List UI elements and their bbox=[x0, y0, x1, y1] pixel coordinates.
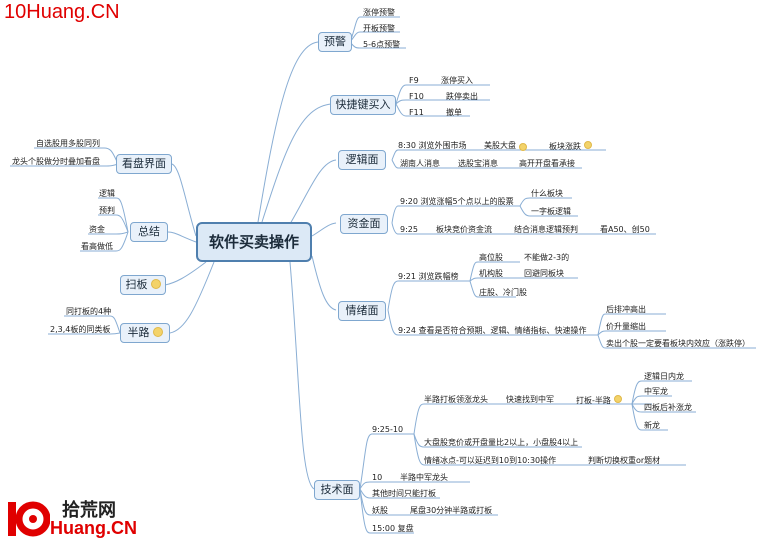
capital-item: 看A50、创50 bbox=[600, 225, 650, 234]
capital-item: 什么板块 bbox=[531, 189, 563, 198]
sentiment-item: 回避同板块 bbox=[524, 269, 564, 278]
hotkey-key: F9 bbox=[409, 76, 419, 85]
summary-item: 资金 bbox=[89, 225, 105, 234]
branch-technical[interactable]: 技术面 bbox=[314, 480, 360, 500]
halfway-item: 2,3,4板的同类板 bbox=[50, 325, 111, 334]
watermark-top: 10Huang.CN bbox=[4, 1, 120, 23]
flag-icon bbox=[150, 279, 161, 289]
logic-item: 美股大盘 bbox=[484, 141, 516, 150]
branch-sweep-board[interactable]: 扫板 bbox=[120, 275, 166, 295]
branch-warning[interactable]: 预警 bbox=[318, 32, 352, 52]
flag-icon bbox=[519, 143, 527, 151]
technical-item: 快速找到中军 bbox=[506, 395, 554, 404]
sentiment-item: 高位股 bbox=[479, 253, 503, 262]
technical-item: 逻辑日内龙 bbox=[644, 372, 684, 381]
screen-layout-item: 自选股用多股同列 bbox=[36, 139, 100, 148]
logic-item: 选股宝消息 bbox=[458, 159, 498, 168]
sentiment-item: 后排冲高出 bbox=[606, 305, 646, 314]
warning-item: 5-6点预警 bbox=[363, 40, 401, 49]
technical-item: 10 bbox=[372, 473, 383, 482]
capital-item: 结合消息逻辑预判 bbox=[514, 225, 578, 234]
technical-item: 半路中军龙头 bbox=[400, 473, 448, 482]
technical-item: 中军龙 bbox=[644, 387, 668, 396]
summary-item: 逻辑 bbox=[99, 189, 115, 198]
branch-logic[interactable]: 逻辑面 bbox=[338, 150, 386, 170]
warning-item: 开板预警 bbox=[363, 24, 395, 33]
branch-hotkey-buy[interactable]: 快捷键买入 bbox=[330, 95, 396, 115]
technical-item: 妖股 bbox=[372, 506, 388, 515]
site-logo-icon bbox=[8, 501, 50, 537]
logic-item: 湖南人消息 bbox=[400, 159, 440, 168]
screen-layout-item: 龙头个股做分时叠加看盘 bbox=[12, 157, 100, 166]
technical-item: 其他时间只能打板 bbox=[372, 489, 436, 498]
halfway-item: 同打板的4种 bbox=[66, 307, 112, 316]
summary-item: 预判 bbox=[99, 206, 115, 215]
branch-sentiment[interactable]: 情绪面 bbox=[338, 301, 386, 321]
sentiment-item: 卖出个股一定要看板块内效应（涨跌停） bbox=[606, 339, 750, 348]
flag-icon bbox=[584, 141, 592, 149]
hotkey-key: F11 bbox=[409, 108, 424, 117]
sentiment-item: 9:21 浏览跌幅榜 bbox=[398, 272, 459, 281]
central-topic[interactable]: 软件买卖操作 bbox=[196, 222, 312, 262]
technical-item: 大盘股竞价或开盘量比2以上，小盘股4以上 bbox=[424, 438, 579, 447]
flag-icon bbox=[152, 327, 163, 337]
sentiment-item: 价升量缩出 bbox=[606, 322, 646, 331]
logic-item: 板块涨跌 bbox=[549, 141, 592, 152]
technical-item: 尾盘30分钟半路或打板 bbox=[410, 506, 493, 515]
hotkey-action: 撤单 bbox=[446, 108, 462, 117]
branch-halfway[interactable]: 半路 bbox=[120, 323, 170, 343]
watermark-site-url: Huang.CN bbox=[50, 518, 137, 538]
branch-capital[interactable]: 资金面 bbox=[340, 214, 388, 234]
capital-item: 板块竞价资金流 bbox=[436, 225, 492, 234]
technical-item: 情绪冰点-可以延迟到10到10:30操作 bbox=[424, 456, 557, 465]
capital-item: 9:25 bbox=[400, 225, 418, 234]
technical-item: 半路打板领涨龙头 bbox=[424, 395, 488, 404]
flag-icon bbox=[613, 395, 622, 403]
branch-summary[interactable]: 总结 bbox=[130, 222, 168, 242]
technical-item: 四板后补涨龙 bbox=[644, 403, 692, 412]
logic-item: 高开开盘看承接 bbox=[519, 159, 575, 168]
technical-item: 打板-半路 bbox=[576, 395, 622, 406]
hotkey-key: F10 bbox=[409, 92, 424, 101]
sentiment-item: 不能做2-3的 bbox=[524, 253, 570, 262]
technical-item: 15:00 复盘 bbox=[372, 524, 414, 533]
sentiment-item: 9:24 查看是否符合预期、逻辑、情绪指标、快速操作 bbox=[398, 326, 587, 335]
hotkey-action: 跌停卖出 bbox=[446, 92, 478, 101]
warning-item: 涨停预警 bbox=[363, 8, 395, 17]
capital-item: 9:20 浏览涨幅5个点以上的股票 bbox=[400, 197, 514, 206]
watermark-site-cn: 拾荒网 bbox=[62, 500, 116, 521]
capital-item: 一字板逻辑 bbox=[531, 207, 571, 216]
sentiment-item: 庄股、冷门股 bbox=[479, 288, 527, 297]
logic-item: 8:30 浏览外围市场 bbox=[398, 141, 467, 150]
technical-item: 判断切换权重or题材 bbox=[588, 456, 661, 465]
hotkey-action: 涨停买入 bbox=[441, 76, 473, 85]
technical-item: 新龙 bbox=[644, 421, 660, 430]
summary-item: 看高做低 bbox=[81, 242, 113, 251]
sentiment-item: 机构股 bbox=[479, 269, 503, 278]
branch-screen-layout[interactable]: 看盘界面 bbox=[116, 154, 172, 174]
technical-item: 9:25-10 bbox=[372, 425, 404, 434]
